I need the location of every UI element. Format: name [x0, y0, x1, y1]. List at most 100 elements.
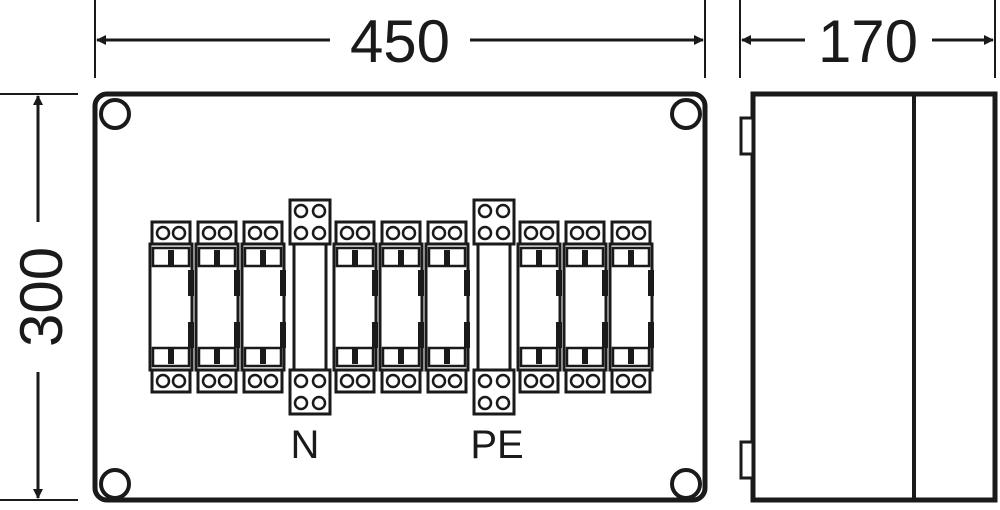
phase-module-2-2-lower-blade: [398, 348, 404, 364]
phase-module-3-1-terminal-bottom-screw-a: [523, 373, 539, 389]
pe-bar-bottom-screw-0a: [477, 373, 493, 389]
phase-module-3-2-terminal-top-screw-a: [569, 225, 585, 241]
neutral-bar-top-screw-1a: [293, 225, 309, 241]
phase-module-1-3-terminal-bottom-screw-b: [263, 373, 279, 389]
front-view: N PE: [92, 91, 708, 503]
phase-module-1-1-upper-blade: [168, 250, 174, 266]
phase-module-2-2-terminal-top-screw-b: [401, 225, 417, 241]
phase-module-2-2-terminal-bottom-screw-a: [385, 373, 401, 389]
phase-module-3-2-lower-blade: [582, 348, 588, 364]
screw-hole-top-right: [670, 98, 702, 130]
phase-module-2-1-upper-blade: [352, 250, 358, 266]
neutral-bar-rail: [292, 242, 328, 372]
pe-label: PE: [470, 423, 523, 467]
phase-module-2-3-terminal-top-screw-b: [447, 225, 463, 241]
phase-module-2-1-fuse-bottom: [372, 322, 378, 348]
phase-module-3-3-terminal-bottom-screw-b: [631, 373, 647, 389]
phase-module-1-1-terminal-bottom-screw-b: [171, 373, 187, 389]
screw-hole-bottom-right: [670, 468, 702, 500]
phase-module-2-3-terminal-bottom-screw-b: [447, 373, 463, 389]
phase-module-2-3-terminal-bottom-screw-a: [431, 373, 447, 389]
phase-module-1-2-terminal-bottom-screw-b: [217, 373, 233, 389]
phase-module-3-1-terminal-bottom-screw-b: [539, 373, 555, 389]
screw-hole-top-left: [99, 98, 131, 130]
phase-module-1-1-terminal-top-screw-b: [171, 225, 187, 241]
phase-module-3-1-fuse-top: [556, 270, 562, 296]
phase-module-1-1-terminal-top-screw-a: [155, 225, 171, 241]
phase-module-1-2-terminal-bottom-screw-a: [201, 373, 217, 389]
height-dimension: 300: [0, 93, 78, 501]
phase-module-2-3-fuse-top: [464, 270, 470, 296]
neutral-bar-bottom-screw-0b: [311, 373, 327, 389]
phase-module-1-2-terminal-top-screw-b: [217, 225, 233, 241]
phase-module-1-3-terminal-top-screw-a: [247, 225, 263, 241]
phase-module-3-2-upper-blade: [582, 250, 588, 266]
phase-module-3-1-upper-blade: [536, 250, 542, 266]
phase-module-3-3-terminal-top-screw-a: [615, 225, 631, 241]
phase-module-1-2-fuse-top: [234, 270, 240, 296]
phase-module-3-3-fuse-top: [648, 270, 654, 296]
terminal-modules: [148, 198, 654, 416]
phase-module-3-1-fuse-bottom: [556, 322, 562, 348]
phase-module-2-1-lower-blade: [352, 348, 358, 364]
phase-module-2-2-terminal-top-screw-a: [385, 225, 401, 241]
phase-module-1-2-terminal-top-screw-a: [201, 225, 217, 241]
pe-bar-top-screw-1a: [477, 225, 493, 241]
neutral-label: N: [291, 423, 320, 467]
phase-module-3-1-lower-blade: [536, 348, 542, 364]
phase-module-2-2-fuse-top: [418, 270, 424, 296]
phase-module-1-1-fuse-top: [188, 270, 194, 296]
phase-module-3-1-terminal-top-screw-a: [523, 225, 539, 241]
pe-bar-bottom-screw-1b: [495, 395, 511, 411]
hinge-top: [739, 116, 755, 156]
phase-module-3-3-lower-blade: [628, 348, 634, 364]
phase-module-1-3-fuse-bottom: [280, 322, 286, 348]
neutral-bar-bottom-screw-1a: [293, 395, 309, 411]
side-view: [739, 91, 998, 503]
phase-module-3-3-terminal-top-screw-b: [631, 225, 647, 241]
phase-module-2-3-lower-blade: [444, 348, 450, 364]
depth-label: 170: [818, 8, 918, 75]
screw-hole-bottom-left: [99, 468, 131, 500]
neutral-bar-top-screw-0b: [311, 203, 327, 219]
phase-module-3-2-terminal-bottom-screw-b: [585, 373, 601, 389]
pe-bar-top-screw-0b: [495, 203, 511, 219]
phase-module-2-3-upper-blade: [444, 250, 450, 266]
phase-module-2-1-terminal-top-screw-a: [339, 225, 355, 241]
phase-module-1-1-lower-blade: [168, 348, 174, 364]
phase-module-2-3-terminal-top-screw-a: [431, 225, 447, 241]
phase-module-2-1-terminal-top-screw-b: [355, 225, 371, 241]
pe-bar-top-screw-1b: [495, 225, 511, 241]
phase-module-1-1-terminal-bottom-screw-a: [155, 373, 171, 389]
phase-module-3-3-terminal-bottom-screw-a: [615, 373, 631, 389]
phase-module-1-1-fuse-bottom: [188, 322, 194, 348]
width-dimension: 450: [94, 0, 706, 78]
phase-module-2-2-terminal-bottom-screw-b: [401, 373, 417, 389]
width-label: 450: [350, 8, 450, 75]
neutral-bar-bottom-screw-0a: [293, 373, 309, 389]
neutral-bar-bottom-screw-1b: [311, 395, 327, 411]
phase-module-2-2-fuse-bottom: [418, 322, 424, 348]
phase-module-1-3-terminal-top-screw-b: [263, 225, 279, 241]
neutral-bar-top-screw-1b: [311, 225, 327, 241]
phase-module-1-3-lower-blade: [260, 348, 266, 364]
phase-module-3-3-upper-blade: [628, 250, 634, 266]
phase-module-1-3-fuse-top: [280, 270, 286, 296]
phase-module-2-1-terminal-bottom-screw-a: [339, 373, 355, 389]
phase-module-1-2-upper-blade: [214, 250, 220, 266]
pe-bar-bottom-screw-1a: [477, 395, 493, 411]
phase-module-1-2-lower-blade: [214, 348, 220, 364]
pe-bar-top-screw-0a: [477, 203, 493, 219]
phase-module-1-3-terminal-bottom-screw-a: [247, 373, 263, 389]
hinge-bottom: [739, 440, 755, 480]
phase-module-3-1-terminal-top-screw-b: [539, 225, 555, 241]
phase-module-3-2-fuse-bottom: [602, 322, 608, 348]
depth-dimension: 170: [739, 0, 996, 78]
phase-module-3-3-fuse-bottom: [648, 322, 654, 348]
phase-module-1-2-fuse-bottom: [234, 322, 240, 348]
phase-module-2-2-upper-blade: [398, 250, 404, 266]
phase-module-3-2-terminal-top-screw-b: [585, 225, 601, 241]
phase-module-2-1-terminal-bottom-screw-b: [355, 373, 371, 389]
